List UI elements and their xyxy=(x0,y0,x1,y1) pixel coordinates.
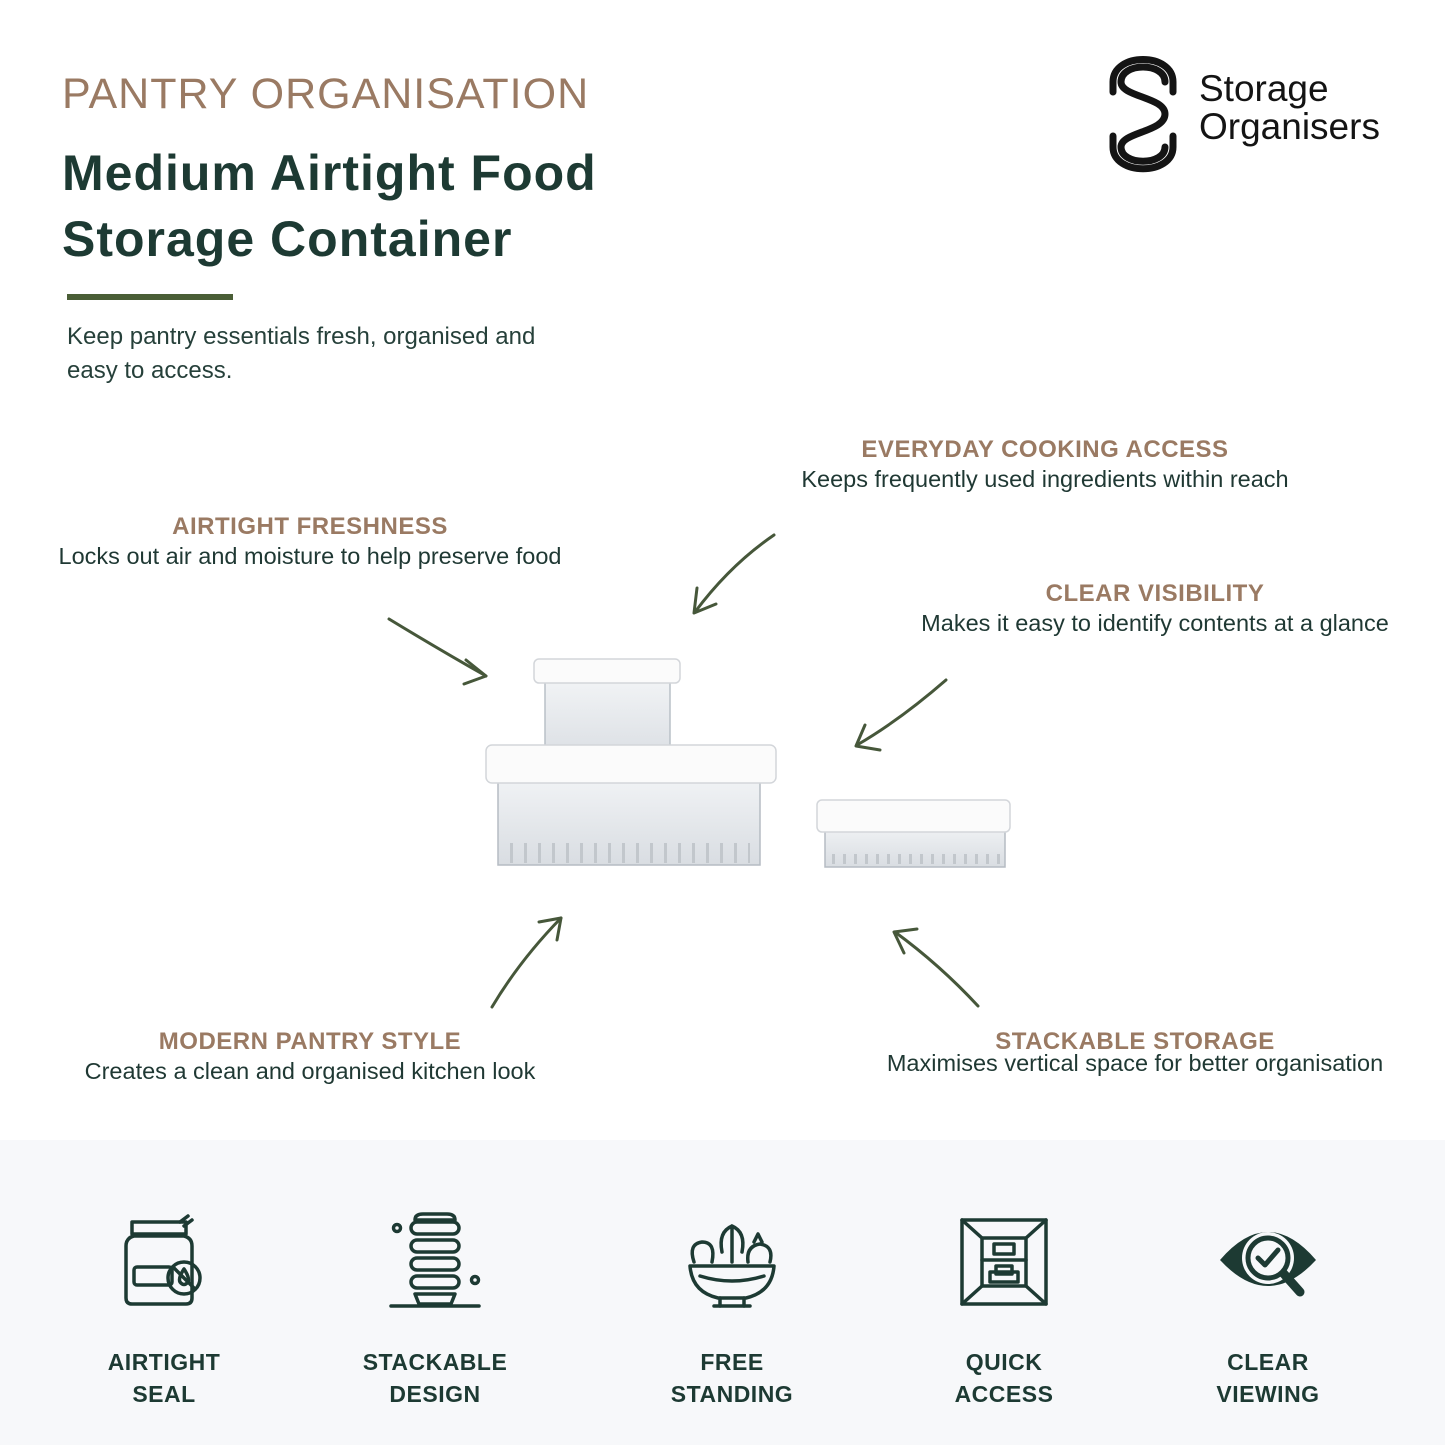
feature-label-line-2: STANDING xyxy=(670,1381,794,1407)
eye-magnifier-icon xyxy=(1220,1232,1316,1297)
title-line-1: Medium Airtight Food xyxy=(62,145,597,201)
sealed-jar-icon xyxy=(124,1214,202,1306)
callout-heading: CLEAR VISIBILITY xyxy=(1045,580,1265,607)
feature-label: CLEAR VIEWING xyxy=(1158,1346,1378,1410)
logo-mark-icon xyxy=(1109,56,1177,173)
intro-text: Keep pantry essentials fresh, organised … xyxy=(67,320,607,388)
intro-line-2: easy to access. xyxy=(67,357,233,384)
arrow-clear xyxy=(854,678,948,752)
feature-stackable-design: STACKABLE DESIGN xyxy=(325,1212,545,1410)
small-flat-container xyxy=(816,799,1011,868)
callout-everyday-cooking: EVERYDAY COOKING ACCESS Keeps frequently… xyxy=(775,436,1315,493)
callout-text: Makes it easy to identify contents at a … xyxy=(921,610,1389,636)
feature-clear-viewing: CLEAR VIEWING xyxy=(1158,1212,1378,1410)
brand-logo[interactable]: Storage Organisers xyxy=(1103,52,1413,176)
callout-modern-pantry: MODERN PANTRY STYLE Creates a clean and … xyxy=(50,1028,570,1085)
brand-name-line-2: Organisers xyxy=(1199,106,1380,147)
feature-label-line-1: STACKABLE xyxy=(362,1349,508,1375)
callout-text: Maximises vertical space for better orga… xyxy=(886,1050,1384,1076)
callout-text: Creates a clean and organised kitchen lo… xyxy=(84,1058,536,1084)
arrow-everyday xyxy=(692,533,776,615)
feature-label-line-2: ACCESS xyxy=(954,1381,1054,1407)
callout-heading: MODERN PANTRY STYLE xyxy=(158,1028,462,1055)
callout-clear-visibility: CLEAR VISIBILITY Makes it easy to identi… xyxy=(890,580,1420,637)
stacked-containers-icon xyxy=(389,1212,481,1308)
callout-heading: AIRTIGHT FRESHNESS xyxy=(172,513,448,540)
title-divider xyxy=(67,294,233,300)
page-title: Medium Airtight Food Storage Container xyxy=(62,140,762,272)
callout-stackable-storage: STACKABLE STORAGE Maximises vertical spa… xyxy=(850,1028,1420,1077)
feature-label: STACKABLE DESIGN xyxy=(325,1346,545,1410)
eyebrow-heading: PANTRY ORGANISATION xyxy=(62,70,590,118)
container-product-image xyxy=(485,658,1011,868)
feature-label: FREE STANDING xyxy=(622,1346,842,1410)
feature-free-standing: FREE STANDING xyxy=(622,1212,842,1410)
pantry-cupboard-icon xyxy=(960,1218,1048,1306)
feature-label-line-1: CLEAR xyxy=(1227,1349,1309,1375)
intro-line-1: Keep pantry essentials fresh, organised … xyxy=(67,323,536,350)
feature-label-line-1: QUICK xyxy=(965,1349,1043,1375)
arrow-stackable xyxy=(892,927,980,1008)
callout-text: Locks out air and moisture to help prese… xyxy=(58,543,562,569)
feature-quick-access: QUICK ACCESS xyxy=(894,1212,1114,1410)
title-line-2: Storage Container xyxy=(62,211,513,267)
brand-name-line-1: Storage xyxy=(1199,68,1329,109)
arrow-airtight xyxy=(387,617,488,686)
arrow-modern xyxy=(490,916,563,1009)
feature-label-line-1: FREE xyxy=(700,1349,764,1375)
callout-heading: EVERYDAY COOKING ACCESS xyxy=(861,436,1229,463)
feature-label-line-2: SEAL xyxy=(132,1381,196,1407)
feature-label: AIRTIGHT SEAL xyxy=(54,1346,274,1410)
feature-airtight-seal: AIRTIGHT SEAL xyxy=(54,1212,274,1410)
feature-label-line-2: DESIGN xyxy=(389,1381,481,1407)
callout-text: Keeps frequently used ingredients within… xyxy=(801,466,1289,492)
feature-band xyxy=(0,1140,1445,1445)
salad-bowl-icon xyxy=(688,1224,776,1308)
feature-label-line-1: AIRTIGHT xyxy=(107,1349,221,1375)
large-flat-container xyxy=(485,744,777,866)
callout-airtight-freshness: AIRTIGHT FRESHNESS Locks out air and moi… xyxy=(20,513,600,570)
callout-heading: STACKABLE STORAGE xyxy=(995,1028,1275,1055)
feature-label: QUICK ACCESS xyxy=(894,1346,1114,1410)
feature-label-line-2: VIEWING xyxy=(1216,1381,1320,1407)
brand-name: Storage Organisers xyxy=(1199,70,1380,146)
